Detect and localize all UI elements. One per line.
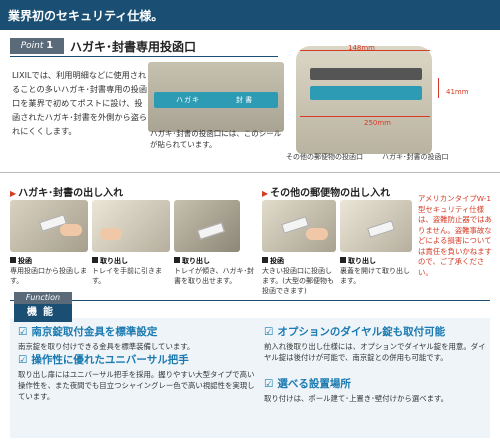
function-panel [10,318,490,438]
feature-desc: 南京錠を取り付けできる金具を標準装備しています。 [18,342,195,351]
step-photo [92,200,170,252]
step-photo [174,200,240,252]
checkbox-icon: ☑ [18,326,28,338]
envelope-icon [367,220,395,238]
function-label-jp: 機能 [14,304,72,322]
divider [10,56,278,57]
feature-title: 操作性に優れたユニバーサル把手 [31,354,189,366]
seal-caption: ハガキ･封書の投函口には、このシールが貼られています。 [150,129,282,149]
point-badge: Point 1 [10,38,64,54]
step-caption: 取り出しトレイを手前に引きます。 [92,257,162,285]
dim-depth-label: 250mm [364,119,391,127]
feature-item: ☑オプションのダイヤル錠も取付可能 前入れ後取り出し仕様には、オプションでダイヤ… [264,324,490,363]
square-icon [92,257,98,263]
feature-title: オプションのダイヤル錠も取付可能 [277,326,446,338]
hand-icon [60,224,82,236]
feature-item: ☑選べる設置場所 取り付けは、ポール建て･上置き･壁付けから選べます。 [264,376,490,404]
envelope-icon [281,216,309,234]
step-photo [10,200,88,252]
step-caption: 投函大きい投函口に投函します。(大型の郵便物も投函できます) [262,257,335,295]
step-photo [262,200,336,252]
feature-desc: 取り出し扉にはユニバーサル把手を採用。握りやすい大型タイプで高い操作性を、また夜… [18,370,255,401]
slot-label-envelope: 封 書 [236,96,253,104]
feature-item: ☑操作性に優れたユニバーサル把手 取り出し扉にはユニバーサル把手を採用。握りやす… [18,352,258,402]
dimension-line [300,50,430,51]
feature-title: 選べる設置場所 [277,378,351,390]
dimension-line [300,116,430,117]
slot-label-postcard: ハガキ [176,96,200,104]
mailbox-diagram: 148mm 41mm 250mm [290,40,469,170]
intro-text: LIXILでは、利用明細などに使用されることの多いハガキ･封書専用の投函口を業界… [12,70,148,136]
step-photo [340,200,412,252]
triangle-icon: ▶ [10,189,17,198]
checkbox-icon: ☑ [264,378,274,390]
function-label-en: Function [14,292,72,304]
feature-desc: 取り付けは、ポール建て･上置き･壁付けから選べます。 [264,394,449,403]
warning-note: アメリカンタイプW-1型セキュリティ仕様は、盗難防止器ではありません。盗難事故な… [418,194,492,277]
other-mail-slot-label: その他の郵便物の投函口 [286,153,363,161]
feature-item: ☑南京錠取付金具を標準設定 南京錠を取り付けできる金具を標準装備しています。 [18,324,258,352]
header-bar: 業界初のセキュリティ仕様。 [0,0,500,30]
square-icon [174,257,180,263]
feature-desc: 前入れ後取り出し仕様には、オプションでダイヤル錠を用意。ダイヤル錠は後付けが可能… [264,342,486,362]
postcard-slot-sticker: ハガキ 封 書 [154,92,278,108]
section-title-other: ▶その他の郵便物の出し入れ [262,188,391,199]
feature-title: 南京錠取付金具を標準設定 [31,326,158,338]
checkbox-icon: ☑ [264,326,274,338]
checkbox-icon: ☑ [18,354,28,366]
dim-height-label: 41mm [446,88,469,96]
square-icon [340,257,346,263]
envelope-icon [197,222,225,240]
function-badge: Function 機能 [14,292,72,324]
postcard-slot [310,86,422,100]
step-caption: 取り出しトレイが傾き、ハガキ･封書を取り出せます。 [174,257,255,285]
point-label: Point [20,41,44,51]
square-icon [10,257,16,263]
point-title: ハガキ･封書専用投函口 [70,40,197,54]
section-title-postcard: ▶ハガキ･封書の出し入れ [10,188,124,199]
divider [10,300,490,301]
step-caption: 取り出し裏蓋を開けて取り出します。 [340,257,410,285]
dim-width-label: 148mm [348,44,375,52]
page-title: 業界初のセキュリティ仕様。 [8,9,164,23]
other-mail-slot [310,68,422,80]
triangle-icon: ▶ [262,189,269,198]
hand-icon [306,228,328,240]
step-caption: 投函専用投函口から投函します。 [10,257,87,285]
divider [0,172,500,173]
dimension-line [438,78,439,98]
postcard-slot-label: ハガキ･封書の投函口 [382,153,449,161]
mailbox-body [296,46,432,154]
square-icon [262,257,268,263]
slot-photo: ハガキ 封 書 [148,62,284,132]
point-number: 1 [46,40,54,51]
hand-icon [100,228,122,240]
